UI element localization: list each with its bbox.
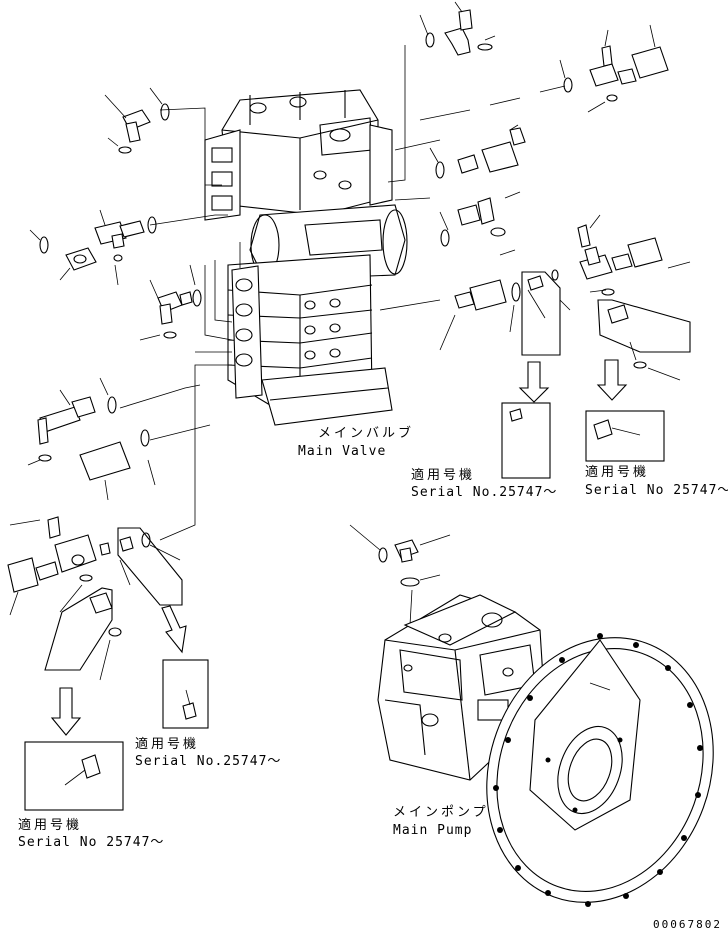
main-pump-label-jp: メインポンプ (393, 805, 489, 820)
serial-label-a: Serial No.25747～ (411, 485, 558, 500)
main-pump-label-en: Main Pump (393, 823, 473, 838)
serial-label-b: Serial No 25747～ (585, 483, 728, 498)
applicable-label-a: 適用号機 (411, 468, 476, 483)
valve-fittings (27, 1, 691, 501)
main-valve-label-en: Main Valve (298, 444, 387, 459)
valve-leader-lines (119, 45, 566, 541)
main-valve (204, 89, 408, 426)
applicable-label-d: 適用号機 (18, 818, 83, 833)
serial-label-c: Serial No.25747～ (135, 754, 282, 769)
document-number: 00067802 (653, 918, 722, 931)
applicable-label-b: 適用号機 (585, 465, 650, 480)
serial-label-d: Serial No 25747～ (18, 835, 165, 850)
applicable-label-c: 適用号機 (135, 737, 200, 752)
valve-callouts (501, 271, 691, 479)
main-valve-label-jp: メインバルブ (318, 426, 415, 441)
main-pump (349, 524, 714, 907)
left-fittings-group (7, 516, 209, 811)
